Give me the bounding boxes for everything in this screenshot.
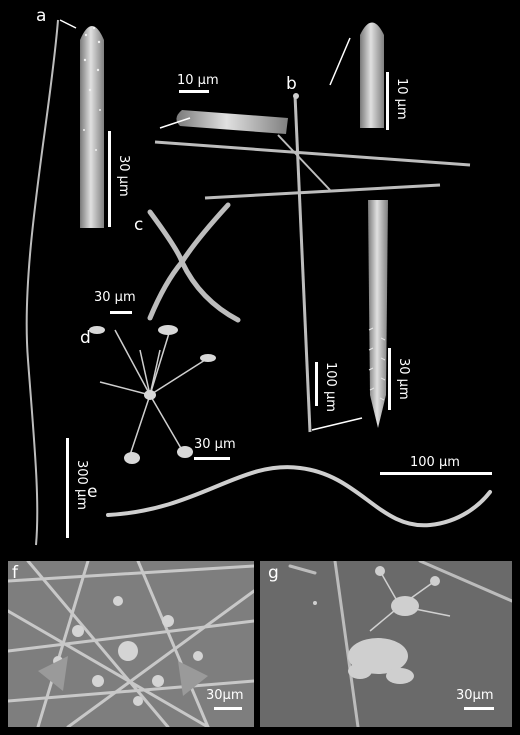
panel-label-b: b [286, 74, 297, 94]
spicule-a-detail [80, 26, 104, 228]
scale-label-e: 100 µm [410, 455, 460, 470]
sem-panel-f: 30µm [8, 561, 254, 727]
scale-label-b-inset-right: 10 µm [394, 78, 409, 120]
sem-panel-g: 30µm [260, 561, 512, 727]
scale-bar-d [194, 457, 230, 460]
spicule-b-pointer-top [329, 37, 351, 86]
spicule-a-whole [25, 19, 59, 546]
scale-bar-b-detail [388, 348, 391, 410]
spicule-b-hexactin [154, 94, 471, 433]
scale-label-g: 30µm [456, 688, 494, 703]
panel-label-g: g [268, 563, 279, 583]
spicule-b-pointer-bottom [311, 417, 363, 431]
scale-label-d: 30 µm [194, 437, 236, 452]
panel-label-d: d [80, 328, 91, 348]
spicule-c-stauractin [147, 202, 241, 323]
panel-label-f: f [12, 563, 18, 583]
sem-g-drawing [260, 561, 512, 727]
scale-bar-b-inset-left [179, 90, 209, 93]
scale-label-a-whole: 300 µm [74, 460, 89, 510]
panel-label-e: e [87, 482, 98, 502]
spicule-d-hexaster [99, 329, 206, 456]
scale-label-b-whole: 100 µm [323, 362, 338, 412]
spicule-b-inset-right [360, 22, 384, 128]
panel-label-c: c [134, 215, 144, 235]
spicule-b-serration [368, 327, 386, 401]
scale-label-b-inset-left: 10 µm [177, 73, 219, 88]
spicule-a-pointer [59, 19, 77, 29]
scale-label-a-detail: 30 µm [116, 155, 131, 197]
spicule-b-inset-left [176, 110, 288, 134]
scale-label-b-detail: 30 µm [396, 358, 411, 400]
spicule-d-discs [89, 325, 216, 464]
spicule-b-inset-left-pointer [159, 117, 191, 129]
scale-bar-g [464, 707, 494, 710]
spicule-a-spines [83, 26, 101, 151]
scale-bar-f [214, 707, 242, 710]
scale-bar-b-inset-right [386, 72, 389, 130]
scale-label-c: 30 µm [94, 290, 136, 305]
scale-bar-c [110, 311, 132, 314]
scale-bar-e [380, 472, 492, 475]
spicule-b-tip [293, 93, 299, 99]
sem-f-drawing [8, 561, 254, 727]
scale-bar-b-whole [315, 362, 318, 406]
spicule-e-whole [106, 465, 492, 528]
spicule-b-detail [368, 200, 388, 428]
scale-bar-a-whole [66, 438, 69, 538]
panel-label-a: a [36, 6, 47, 26]
scale-label-f: 30µm [206, 688, 244, 703]
spicule-drawings [25, 19, 492, 546]
scale-bar-a-detail [108, 131, 111, 227]
